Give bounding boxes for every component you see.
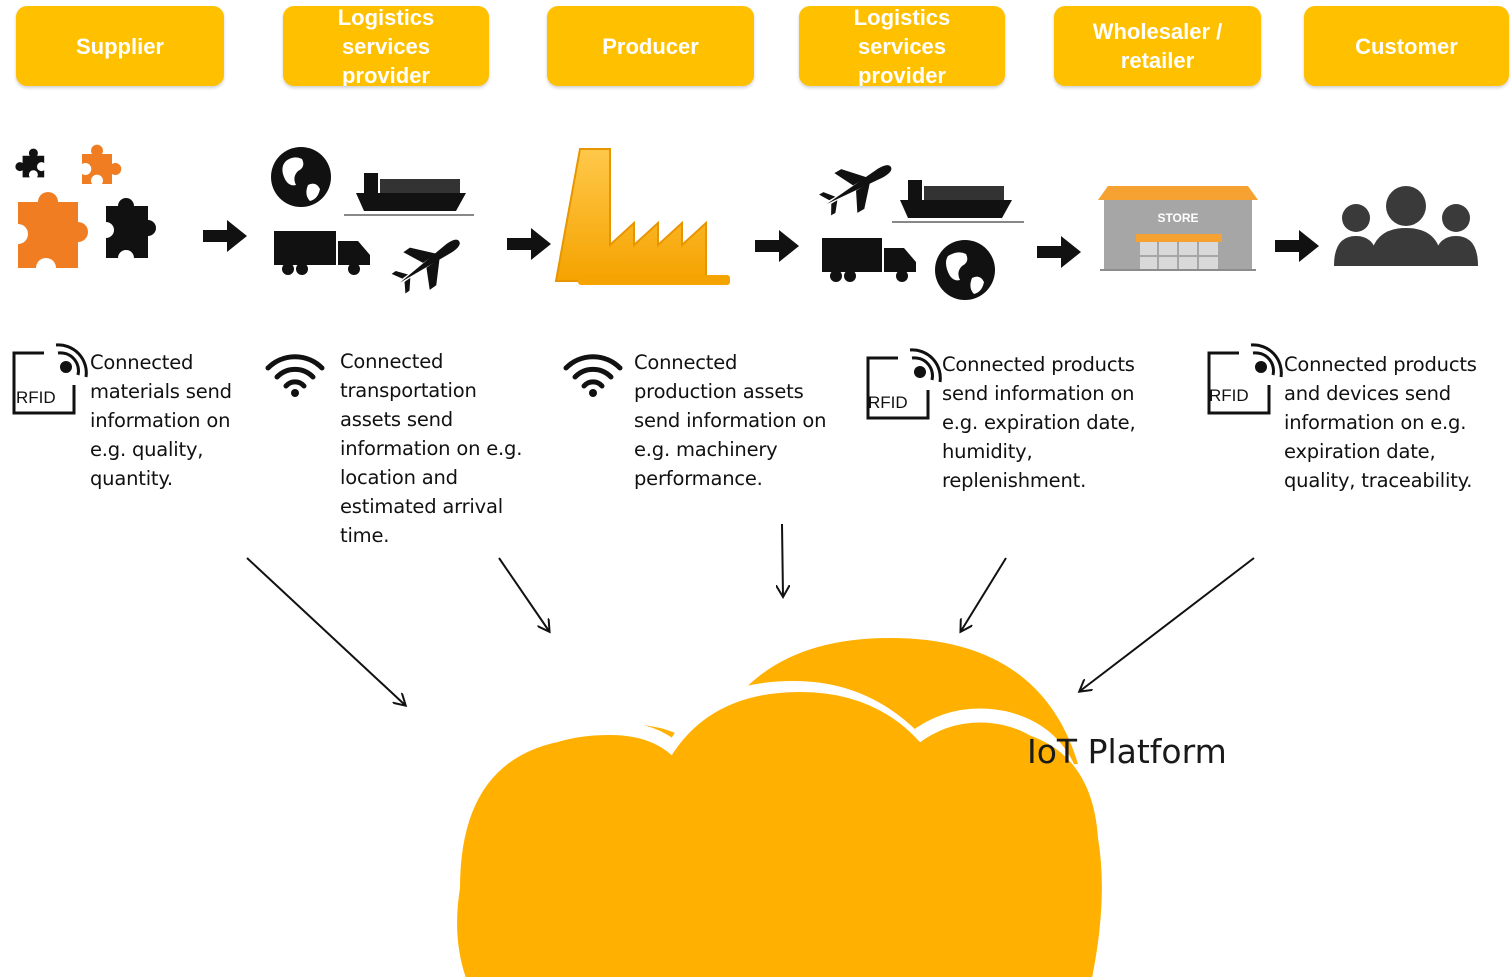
- store-sign: STORE: [1157, 211, 1198, 225]
- arrow-to-cloud: [246, 557, 405, 705]
- flow-arrow-right-icon: [1037, 236, 1081, 268]
- rfid-label: RFID: [16, 388, 56, 407]
- stage-supplier: Supplier: [16, 6, 224, 86]
- globe-ship-truck-plane-icon: [268, 145, 478, 294]
- cloud-icon: [457, 638, 1102, 977]
- description-supplier: Connected materials send information on …: [90, 351, 232, 490]
- stage-logistics-2: Logistics services provider: [799, 6, 1005, 86]
- stage-wholesaler: Wholesaler / retailer: [1054, 6, 1261, 86]
- stage-label: Customer: [1355, 33, 1458, 59]
- arrow-to-cloud: [961, 557, 1007, 631]
- flow-arrow-right-icon: [507, 228, 551, 260]
- rfid-tag-icon: RFID: [8, 343, 88, 417]
- factory-icon: [554, 143, 730, 288]
- plane-ship-truck-globe-icon: [812, 148, 1027, 303]
- stage-producer: Producer: [547, 6, 754, 86]
- platform-label: IoT Platform: [1027, 732, 1227, 771]
- people-group-icon: [1334, 184, 1479, 269]
- flow-arrow-right-icon: [203, 220, 247, 252]
- stage-label: Wholesaler / retailer: [1092, 19, 1223, 73]
- wifi-icon: [264, 352, 326, 398]
- arrow-to-cloud: [498, 557, 549, 631]
- wifi-icon: [562, 352, 624, 398]
- stage-customer: Customer: [1304, 6, 1509, 86]
- stage-logistics-1: Logistics services provider: [283, 6, 489, 86]
- stage-label: Logistics services provider: [337, 6, 435, 86]
- flow-arrow-right-icon: [1275, 230, 1319, 262]
- description-customer: Connected products and devices send info…: [1284, 353, 1477, 492]
- rfid-label: RFID: [1209, 386, 1249, 405]
- stage-label: Supplier: [75, 33, 164, 59]
- stage-label: Logistics services provider: [853, 6, 951, 86]
- rfid-tag-icon: RFID: [1203, 343, 1283, 417]
- description-producer: Connected production assets send informa…: [634, 351, 827, 490]
- stage-label: Producer: [602, 33, 699, 59]
- rfid-tag-icon: RFID: [862, 348, 942, 422]
- flow-arrow-right-icon: [755, 230, 799, 262]
- arrow-to-cloud: [782, 523, 783, 596]
- arrow-to-cloud: [1080, 557, 1255, 691]
- description-logistics-2: Connected products send information on e…: [942, 353, 1136, 492]
- description-logistics-1: Connected transportation assets send inf…: [340, 350, 523, 547]
- puzzle-pieces-icon: [14, 140, 164, 275]
- rfid-label: RFID: [868, 393, 908, 412]
- store-icon: STORE: [1098, 184, 1258, 274]
